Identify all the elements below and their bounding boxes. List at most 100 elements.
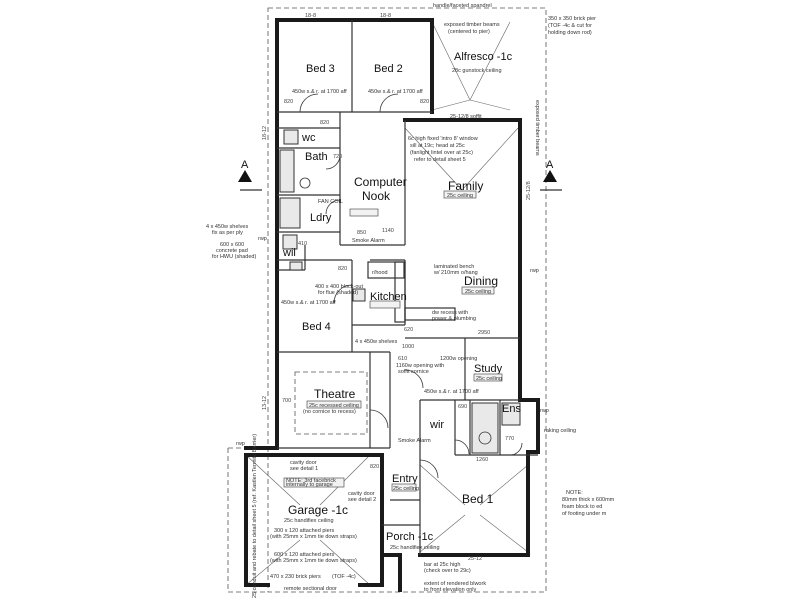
note-no-cornice: (no cornice to recess): [303, 409, 356, 415]
note-footing: NOTE:: [566, 490, 583, 496]
label-ens: Ens: [502, 403, 521, 415]
note-bed3-robe: 450w s.& r. at 1700 aff: [292, 89, 347, 95]
note-blockout: 400 x 400 block-out: [315, 284, 363, 290]
label-bed2: Bed 2: [374, 63, 403, 75]
dim-850: 850: [357, 230, 366, 236]
section-label-right: A: [546, 159, 554, 171]
note-beams: exposed timber beams: [444, 22, 500, 28]
note-bed2-robe: 450w s.& r. at 1700 aff: [368, 89, 423, 95]
entry-ceiling: 25c ceiling: [393, 486, 419, 492]
dimensions: 18-8 18-8 820 820 820 820 820 720 770 85…: [262, 13, 532, 562]
label-bed3: Bed 3: [306, 63, 335, 75]
note-alfresco-ceiling: 28c gunstock ceiling: [452, 68, 502, 74]
note-piers-2b: (with 25mm x 1mm tie down straps): [270, 558, 357, 564]
label-kitchen: Kitchen: [370, 291, 407, 303]
alfresco-hip-lines: [431, 21, 511, 111]
note-smoke-2: Smoke Alarm: [398, 438, 431, 444]
note-garage-side: 25 conduit and rebate to detail sheet 5 …: [252, 434, 258, 598]
facebrick-note: NOTE: 3rd facebrick: [286, 478, 336, 484]
note-beams-2: (centered to pier): [448, 29, 490, 35]
note-bench: laminated bench: [434, 264, 474, 270]
note-piers-1b: (with 25mm x 1mm tie down straps): [270, 534, 357, 540]
note-footing-3: foam block to ed: [562, 504, 602, 510]
note-piers-3b: (TOF -4c): [332, 574, 356, 580]
note-footing-4: of footing under m: [562, 511, 607, 517]
family-ceiling: 25c ceiling: [447, 193, 473, 199]
note-dw-2: power & plumbing: [432, 316, 476, 322]
section-markers: [238, 170, 562, 191]
note-rendered: extent of rendered blwork: [424, 581, 486, 587]
note-rwp-3: rwp: [236, 441, 245, 447]
note-smoke-1: Smoke Alarm: [352, 238, 385, 244]
note-rwp-4: rwp: [540, 408, 549, 414]
study-ceiling: 25c ceiling: [476, 376, 502, 382]
note-porch-ceiling: 25c handifiex ceiling: [390, 545, 440, 551]
note-1160-2: soffit cornice: [398, 369, 429, 375]
label-ldry: Ldry: [310, 212, 332, 224]
dim-620: 620: [404, 327, 413, 333]
dim-2950: 2950: [478, 330, 490, 336]
door-swings: [299, 93, 523, 479]
dim-1000: 1000: [402, 344, 414, 350]
note-pad-2: concrete pad: [216, 248, 248, 254]
section-arrow-left: [238, 170, 252, 182]
note-pad: 600 x 600: [220, 242, 244, 248]
note-1200: 1200w opening: [440, 356, 477, 362]
dim-820e: 820: [370, 464, 379, 470]
dim-610: 610: [398, 356, 407, 362]
note-cavity-b: cavity door: [348, 491, 375, 497]
interior-walls: [277, 20, 538, 555]
dim-820c: 820: [320, 120, 329, 126]
note-pier-2: (TOF -4c & cut for: [548, 23, 592, 29]
note-cavity-b-2: see detail 2: [348, 497, 376, 503]
note-pad-3: for HWU (shaded): [212, 254, 256, 260]
dining-ceiling: 25c ceiling: [465, 289, 491, 295]
label-theatre: Theatre: [314, 387, 356, 401]
dim-top-bed3: 18-8: [305, 13, 316, 19]
fixtures: [279, 129, 521, 454]
note-dw: dw recess with: [432, 310, 468, 316]
label-bed4: Bed 4: [302, 321, 331, 333]
ceiling-tags: 25c ceiling 25c ceiling 25c ceiling 25c …: [283, 190, 503, 492]
label-bath: Bath: [305, 151, 328, 163]
note-piers-2: 600 x 120 attached piers: [274, 552, 334, 558]
note-piers-3: 470 x 230 brick piers: [270, 574, 321, 580]
dim-2510: 25-12/8: [526, 181, 532, 200]
note-rwp-1: rwp: [530, 268, 539, 274]
note-piers-1: 300 x 120 attached piers: [274, 528, 334, 534]
dim-bottom: 25-12: [468, 556, 482, 562]
dim-820d: 820: [338, 266, 347, 272]
note-remote-door: remote sectional door: [284, 586, 337, 592]
note-cavity-2: see detail 1: [290, 466, 318, 472]
note-fan-coil: FAN COIL: [318, 199, 343, 205]
note-window-4: refer to detail sheet 5: [414, 157, 466, 163]
dim-1260: 1260: [476, 457, 488, 463]
note-bench-2: w/ 210mm o/hang: [433, 270, 478, 276]
label-wir: wir: [429, 419, 444, 431]
dim-690: 690: [458, 404, 467, 410]
note-window: 6c high fixed 'intro 8' window: [408, 136, 478, 142]
note-bar: bar at 25c high: [424, 562, 460, 568]
note-exposed-rafters: exposed timber beams: [534, 100, 540, 156]
note-pier-3: holding down rod): [548, 30, 592, 36]
note-shelves: 4 x 450w shelves: [206, 224, 248, 230]
label-garage: Garage -1c: [288, 503, 348, 517]
garage-hip-lines: [245, 454, 371, 586]
note-cavity: cavity door: [290, 460, 317, 466]
note-window-3: (fanlight lintel over at 25c): [410, 150, 473, 156]
label-nook: Nook: [362, 189, 391, 203]
note-wir-robe: 450w s.& r. at 1700 aff: [424, 389, 479, 395]
family-hip-lines: [404, 127, 519, 191]
note-shelves-2: fix as per ply: [212, 230, 243, 236]
annotations: handle/faceted spandrel exposed timber b…: [206, 3, 615, 598]
note-garage-ceiling: 25c handifiex ceiling: [284, 518, 334, 524]
note-rendered-2: to front elevation only: [424, 587, 477, 593]
dim-820b: 820: [420, 99, 429, 105]
label-wil: wil: [282, 247, 296, 259]
note-bar-2: (check over to 29c): [424, 568, 471, 574]
note-pier: 350 x 350 brick pier: [548, 16, 596, 22]
note-rwp-2: rwp: [258, 236, 267, 242]
dim-770: 770: [505, 436, 514, 442]
note-soffit: 25-12/8 soffit: [450, 114, 482, 120]
